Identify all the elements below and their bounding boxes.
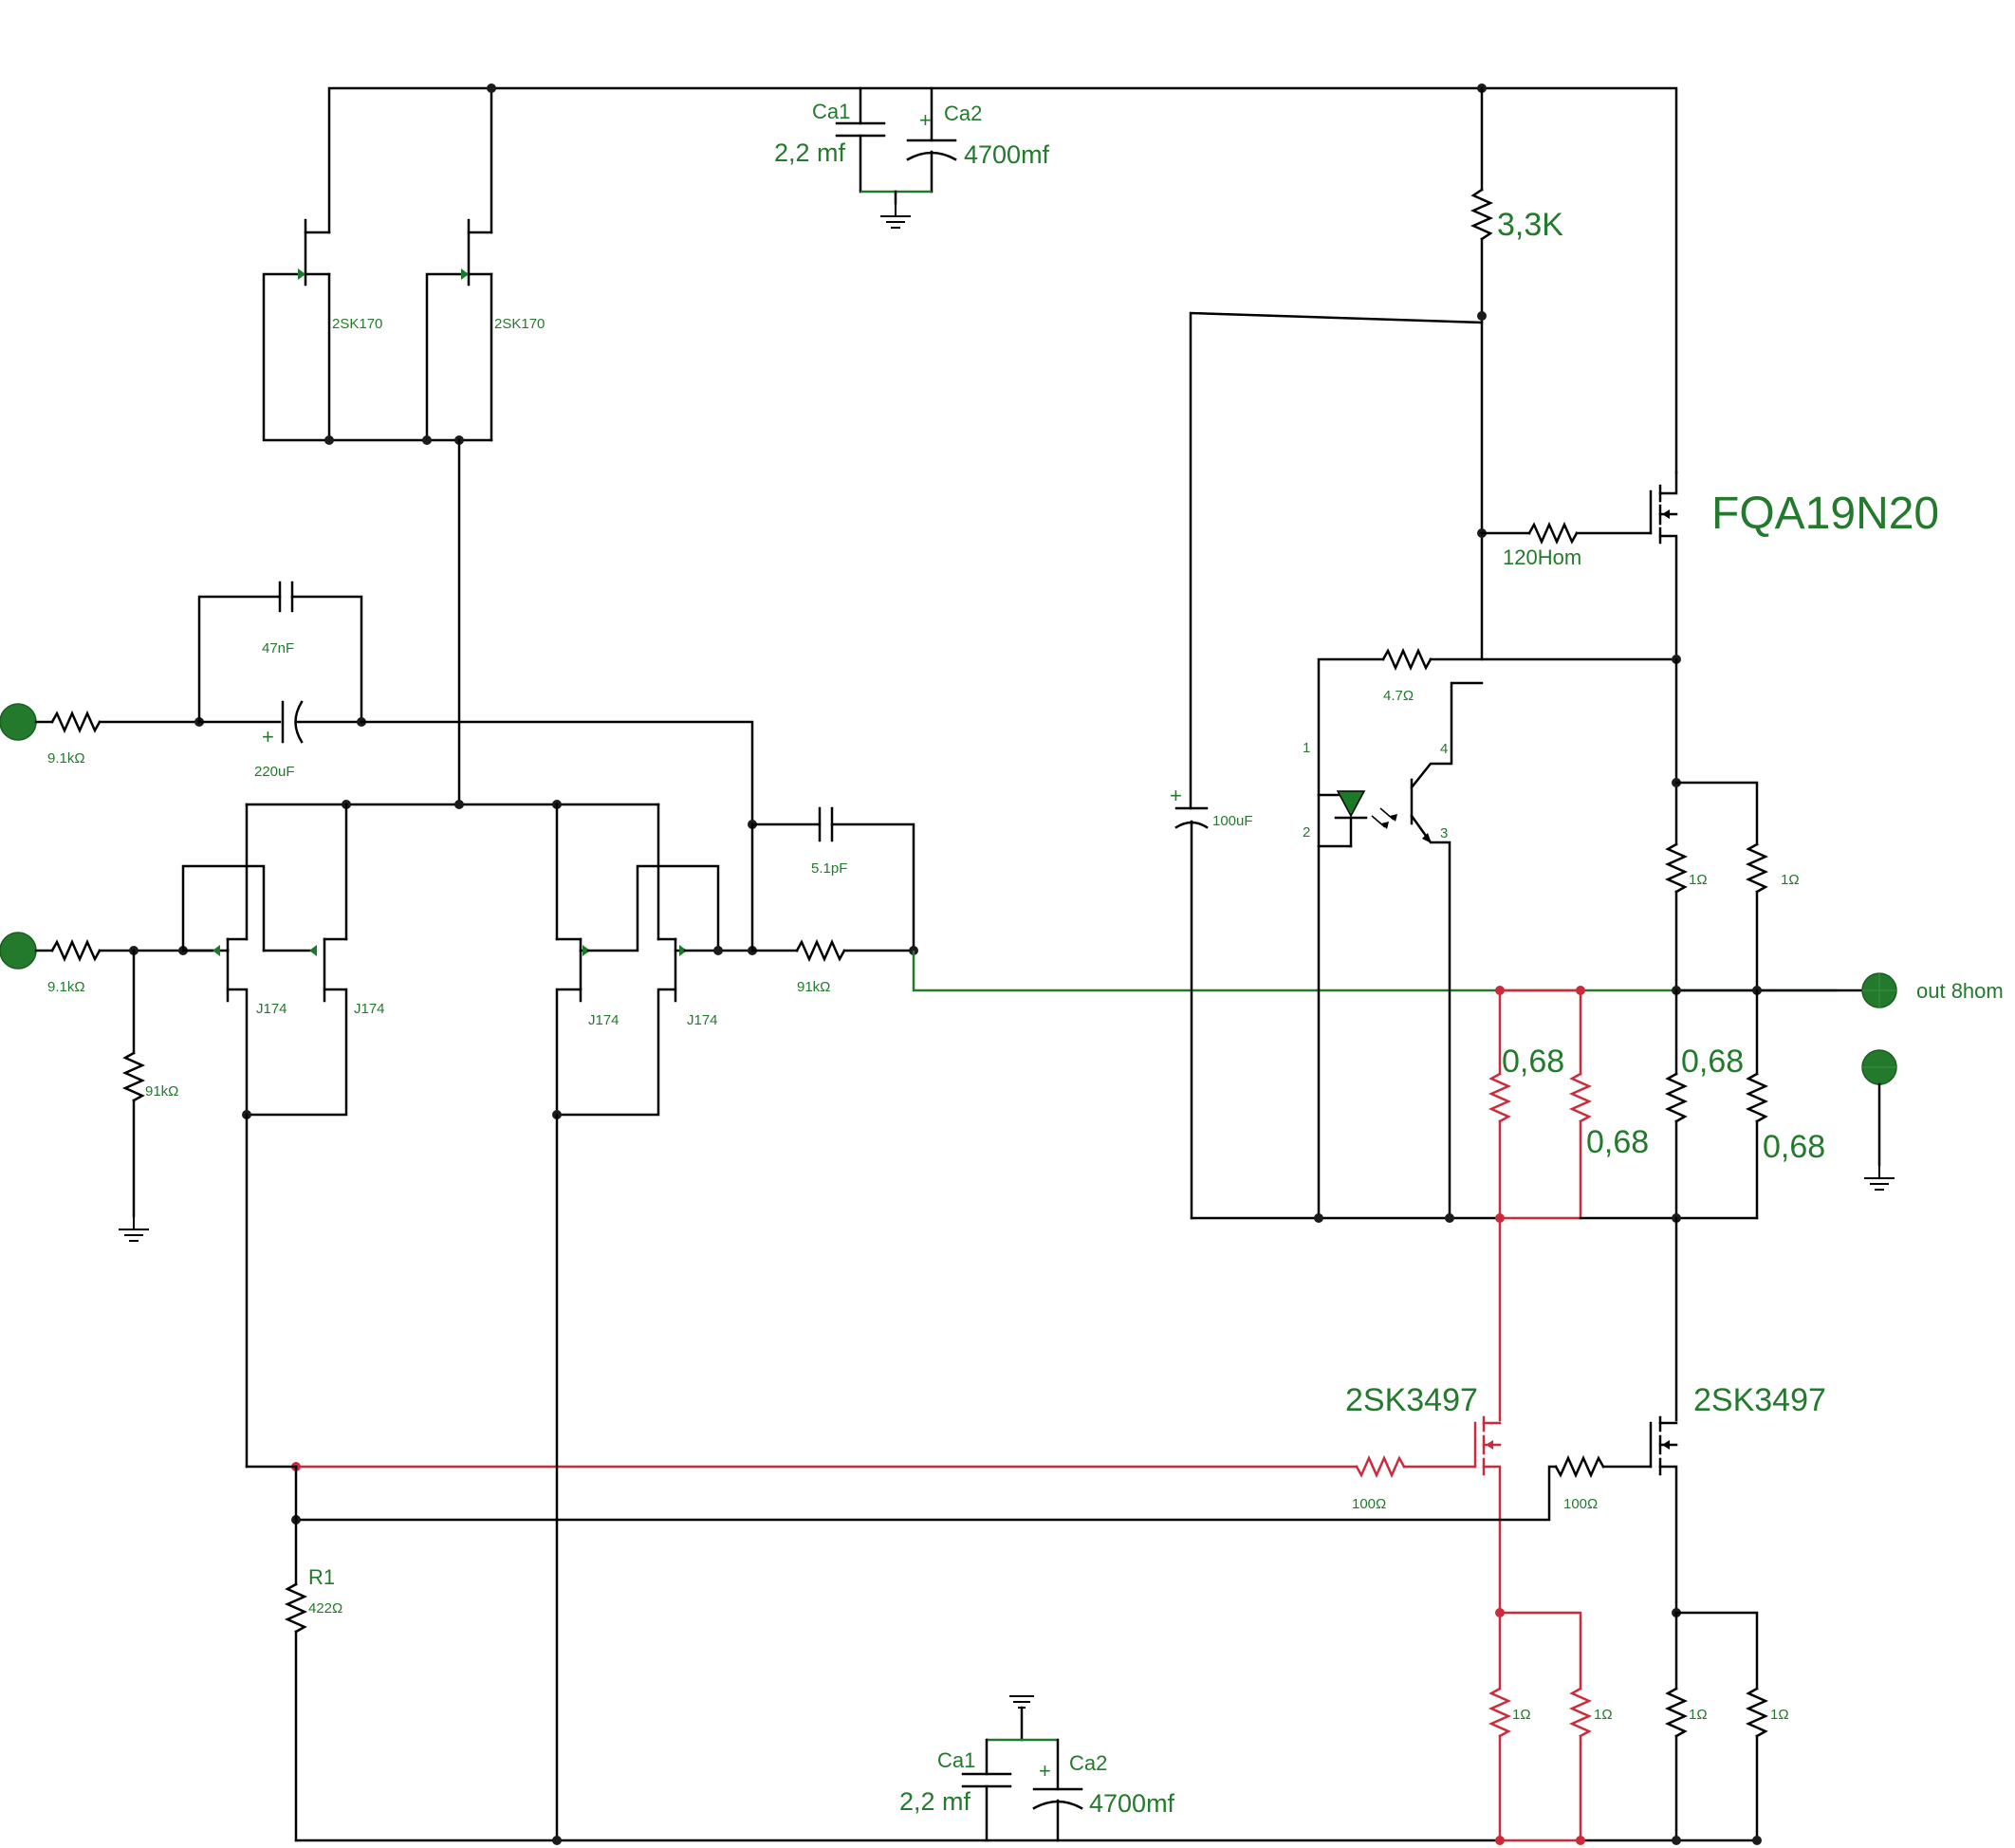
r-1-bot-1-label: 1Ω — [1512, 1707, 1531, 1723]
input-terminal-2[interactable] — [0, 932, 37, 970]
opto-pin1-label: 1 — [1303, 740, 1310, 756]
bottom-source-resistors: 1Ω 1Ω 1Ω 1Ω — [1488, 1608, 1789, 1842]
2sk3497-right-label: 2SK3497 — [1693, 1382, 1826, 1418]
r-in1-label: 9.1kΩ — [47, 750, 85, 767]
j174-1-label: J174 — [256, 1001, 287, 1017]
c-5p1-label: 5.1pF — [811, 860, 847, 877]
mosfet-2sk3497-right: 2SK3497 100Ω — [291, 1216, 1826, 1615]
ca2-top-value: 4700mf — [964, 140, 1050, 169]
svg-text:+: + — [1039, 1759, 1051, 1783]
negative-supply-rail — [294, 1113, 1762, 1845]
ground-icon — [879, 202, 912, 229]
r-91k-feedback-label: 91kΩ — [797, 979, 830, 995]
r-068-4-label: 0,68 — [1763, 1129, 1825, 1165]
r1-name-label: R1 — [308, 1565, 335, 1589]
feedback-network: 5.1pF 91kΩ — [748, 806, 1838, 995]
output-label: out 8hom — [1916, 979, 2004, 1003]
r-068-2-label: 0,68 — [1586, 1124, 1649, 1160]
bias-network: + 100uF 3,3K 120Hom 4.7Ω 1 2 3 4 — [1170, 86, 1678, 1220]
r-068-3-label: 0,68 — [1681, 1044, 1744, 1080]
r1-value-label: 422Ω — [308, 1600, 342, 1617]
r-068-1-label: 0,68 — [1502, 1044, 1564, 1080]
r-91k-ground-label: 91kΩ — [145, 1083, 178, 1100]
fqa19n20-label: FQA19N20 — [1711, 489, 1939, 539]
r-3k3-label: 3,3K — [1497, 207, 1563, 243]
j174-3-label: J174 — [588, 1012, 619, 1028]
opto-pin3-label: 3 — [1440, 825, 1448, 841]
input-1-network: + 9.1kΩ 47nF 220uF — [0, 581, 754, 826]
mosfet-2sk3497-left: 2SK3497 100Ω — [245, 1113, 1502, 1615]
ca1-top-label: Ca1 — [812, 100, 850, 123]
c-100u-label: 100uF — [1212, 813, 1253, 829]
input-2-network: 9.1kΩ 91kΩ — [0, 932, 230, 1242]
r-1-bot-2-label: 1Ω — [1594, 1707, 1613, 1723]
r-120-label: 120Hom — [1503, 545, 1581, 569]
jfet-j174-right-pair: J174 J174 — [552, 803, 757, 1119]
r1-resistor: R1 422Ω — [284, 1465, 342, 1842]
positive-supply-rail — [327, 83, 1678, 474]
2sk3497-left-label: 2SK3497 — [1345, 1382, 1478, 1418]
r-100-left-label: 100Ω — [1352, 1496, 1386, 1512]
j174-4-label: J174 — [687, 1012, 718, 1028]
emitter-resistors-068: 0,68 0,68 0,68 0,68 — [1488, 986, 1825, 1220]
opto-pin2-label: 2 — [1303, 824, 1310, 841]
r-4k7-label: 4.7Ω — [1383, 688, 1414, 704]
ca1-top-value: 2,2 mf — [774, 139, 846, 167]
svg-text:+: + — [1170, 784, 1182, 807]
c-220u-label: 220uF — [254, 764, 295, 780]
top-decoupling-capacitors: + Ca1 2,2 mf Ca2 4700mf — [774, 86, 1050, 229]
r-1-bot-4-label: 1Ω — [1770, 1707, 1789, 1723]
ca2-bottom-value: 4700mf — [1089, 1789, 1175, 1818]
mosfet-fqa19n20: FQA19N20 — [1649, 471, 1939, 664]
bias-return-rail — [1190, 1213, 1759, 1223]
jfet-2sk170-pair: 2SK170 2SK170 — [262, 218, 545, 806]
ca2-top-label: Ca2 — [944, 102, 982, 125]
ca1-bottom-label: Ca1 — [937, 1748, 975, 1772]
j174-2-label: J174 — [354, 1001, 385, 1017]
c-47n-label: 47nF — [262, 640, 294, 656]
r-100-right-label: 100Ω — [1563, 1496, 1598, 1512]
input-terminal-1[interactable] — [0, 703, 37, 741]
ground-icon — [1863, 1164, 1895, 1191]
ground-icon — [118, 1215, 150, 1242]
output-node: out 8hom — [1672, 972, 2004, 1191]
opto-pin4-label: 4 — [1440, 741, 1448, 757]
jfet-2sk170-a-label: 2SK170 — [332, 316, 382, 332]
top-source-resistors: 1Ω 1Ω — [1664, 657, 1800, 992]
svg-text:+: + — [262, 725, 274, 748]
r-1-top-a-label: 1Ω — [1689, 872, 1708, 888]
ca2-bottom-label: Ca2 — [1069, 1751, 1107, 1775]
r-1-bot-3-label: 1Ω — [1689, 1707, 1708, 1723]
r-in2-label: 9.1kΩ — [47, 979, 85, 995]
jfet-j174-left-pair: J174 J174 — [178, 800, 660, 1119]
bottom-decoupling-capacitors: + Ca1 2,2 mf Ca2 4700mf — [899, 1695, 1175, 1842]
jfet-2sk170-b-label: 2SK170 — [494, 316, 545, 332]
ca1-bottom-value: 2,2 mf — [899, 1787, 971, 1816]
r-1-top-b-label: 1Ω — [1781, 872, 1800, 888]
svg-text:+: + — [919, 108, 932, 132]
